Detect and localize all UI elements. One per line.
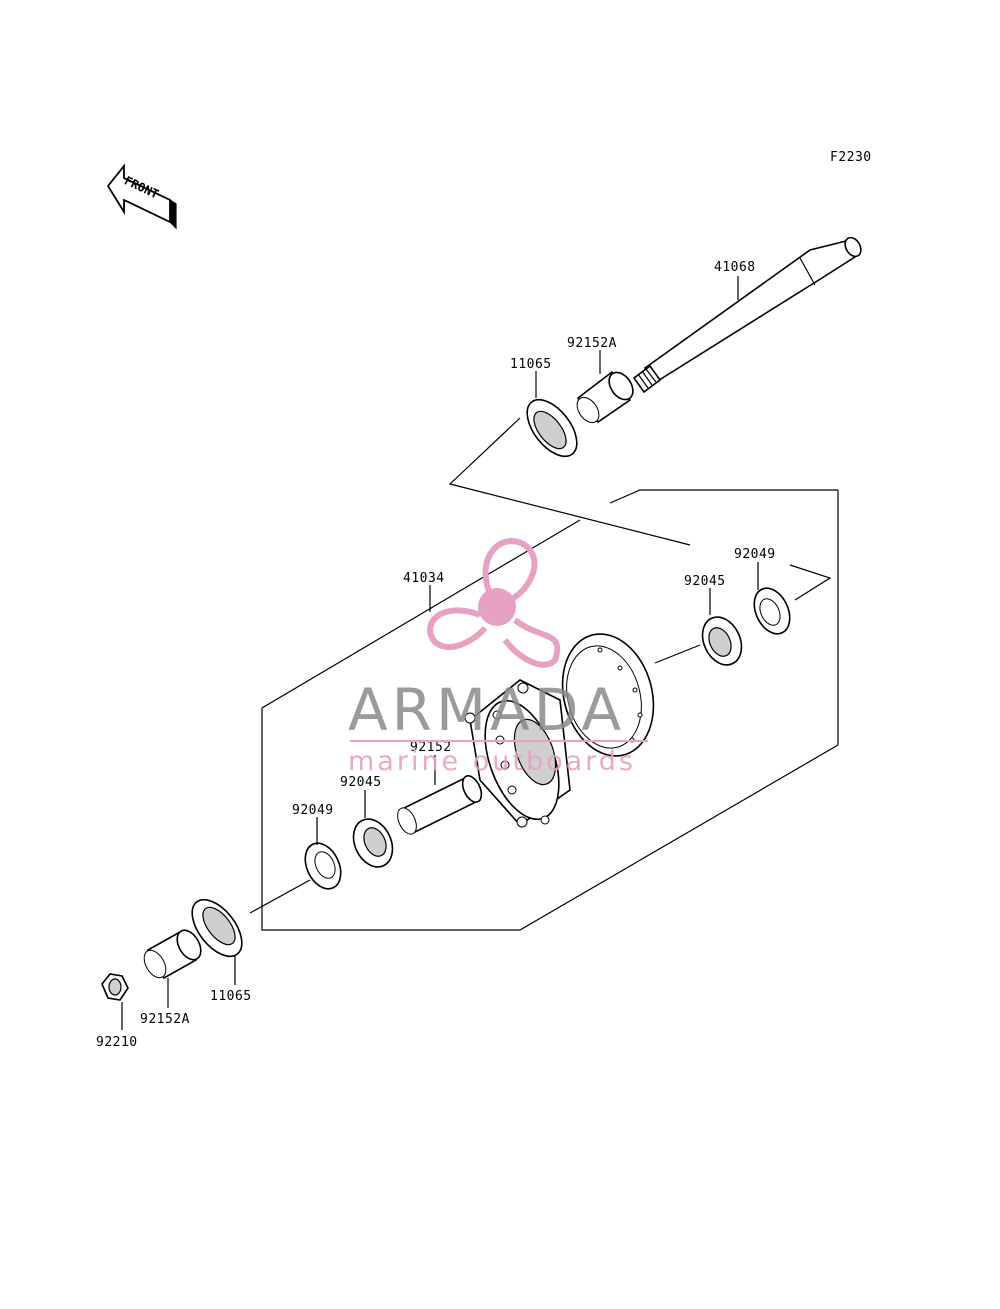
watermark-subtitle: marine outboards (348, 746, 636, 777)
nut-part (101, 973, 129, 1001)
axle-part (632, 236, 862, 394)
collar-lower-part (143, 929, 202, 980)
front-arrow-icon: FRONT (106, 163, 177, 230)
label-collar-upper: 92152A (567, 336, 617, 351)
label-oil-seal-left: 92049 (292, 803, 334, 818)
watermark-title: ARMADA (348, 676, 625, 744)
label-hub: 41034 (403, 571, 445, 586)
armada-watermark-logo: ARMADA marine outboards (348, 538, 648, 777)
propeller-icon (427, 538, 561, 668)
label-bearing-left: 92045 (340, 775, 382, 790)
label-seal-lower: 11065 (210, 989, 252, 1004)
label-axle: 41068 (714, 260, 756, 275)
assembly-frame (249, 417, 839, 931)
seal-upper-part (526, 398, 578, 458)
label-seal-upper: 11065 (510, 357, 552, 372)
reference-code: F2230 (830, 150, 872, 165)
oil-seal-right-part (753, 587, 791, 635)
bearing-right-part (701, 616, 743, 666)
collar-upper-part (576, 370, 634, 424)
label-nut: 92210 (96, 1035, 138, 1050)
spacer-part (397, 775, 483, 835)
bearing-left-part (352, 818, 394, 868)
hub-part (464, 633, 655, 828)
propeller-hub-icon (478, 588, 516, 626)
label-collar-lower: 92152A (140, 1012, 190, 1027)
oil-seal-left-part (304, 842, 342, 890)
label-spacer: 92152 (410, 740, 452, 755)
seal-lower-part (191, 898, 243, 958)
label-oil-seal-right: 92049 (734, 547, 776, 562)
label-bearing-right: 92045 (684, 574, 726, 589)
